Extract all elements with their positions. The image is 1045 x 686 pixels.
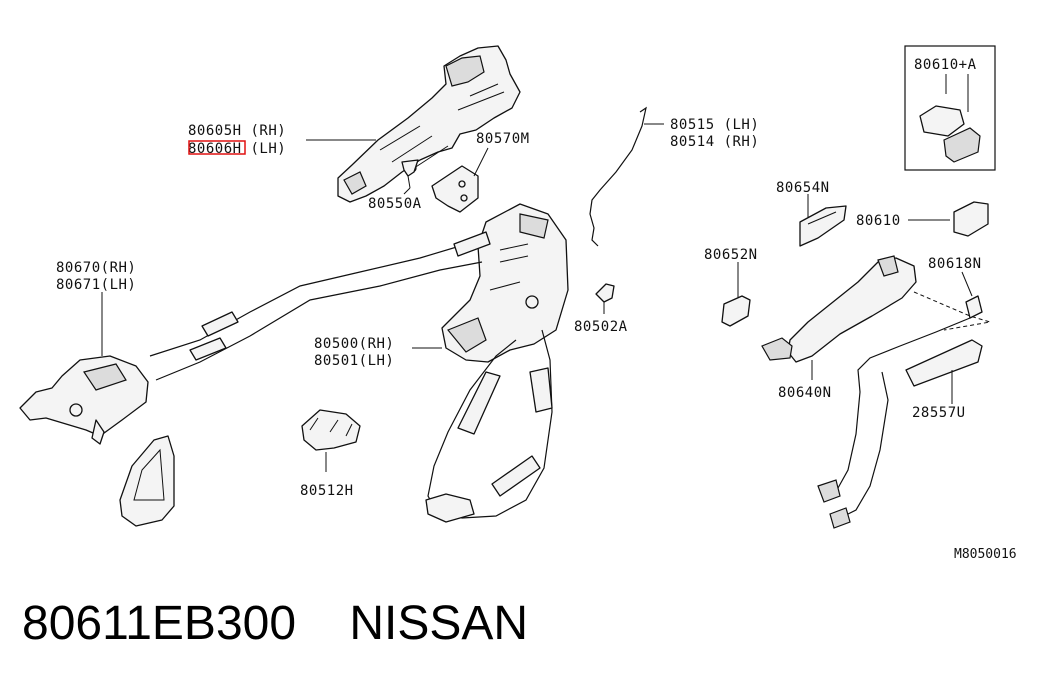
part-80652n: 80652N — [704, 247, 758, 327]
label-80640n: 80640N — [778, 385, 832, 401]
cables-main — [149, 231, 491, 381]
label-80570m: 80570M — [476, 131, 530, 147]
outside-handle-80640n: 80640N — [761, 255, 917, 401]
kit-80610a-box: 80610+A — [904, 45, 996, 171]
label-80671: 80671(LH) — [56, 277, 136, 293]
label-80610: 80610 — [856, 213, 901, 229]
cable-loop — [425, 329, 553, 523]
label-80500: 80500(RH) — [314, 336, 394, 352]
figure-reference: M8050016 — [954, 547, 1017, 562]
escutcheon — [119, 435, 175, 527]
part-80610: 80610 — [856, 201, 989, 237]
bracket-80570m: 80570M — [431, 131, 530, 213]
rod-80515: 80515 (LH) 80514 (RH) — [589, 106, 759, 247]
lock-actuator-80500 — [441, 203, 569, 363]
clip-80512h: 80512H — [300, 409, 361, 499]
label-28557u: 28557U — [912, 405, 966, 421]
label-80606h: 80606H (LH) — [188, 141, 286, 157]
label-80652n: 80652N — [704, 247, 758, 263]
label-80514: 80514 (RH) — [670, 134, 759, 150]
part-80618n: 80618N — [913, 256, 991, 331]
label-80605h: 80605H (RH) — [188, 123, 286, 139]
label-80550a: 80550A — [368, 196, 422, 212]
label-80512h: 80512H — [300, 483, 354, 499]
label-80502a: 80502A — [574, 319, 628, 335]
clip-80502a: 80502A — [574, 283, 628, 335]
label-80670: 80670(RH) — [56, 260, 136, 276]
label-80501: 80501(LH) — [314, 353, 394, 369]
screw-80550a: 80550A — [368, 159, 422, 212]
footer-part-number: 80611EB300 NISSAN — [22, 597, 529, 650]
inside-handle-80670: 80670(RH) 80671(LH) — [19, 260, 149, 445]
part-80654n: 80654N — [776, 180, 847, 247]
label-80515: 80515 (LH) — [670, 117, 759, 133]
handle-frame-label: 80605H (RH) 80606H (LH) — [188, 123, 376, 157]
highlight-box — [188, 140, 246, 155]
label-80654n: 80654N — [776, 180, 830, 196]
label-80618n: 80618N — [928, 256, 982, 272]
label-80610a: 80610+A — [914, 57, 977, 73]
handle-frame-80605h — [337, 45, 521, 203]
harness-28557u: 28557U — [817, 317, 983, 529]
lock-actuator-label: 80500(RH) 80501(LH) — [314, 336, 442, 369]
